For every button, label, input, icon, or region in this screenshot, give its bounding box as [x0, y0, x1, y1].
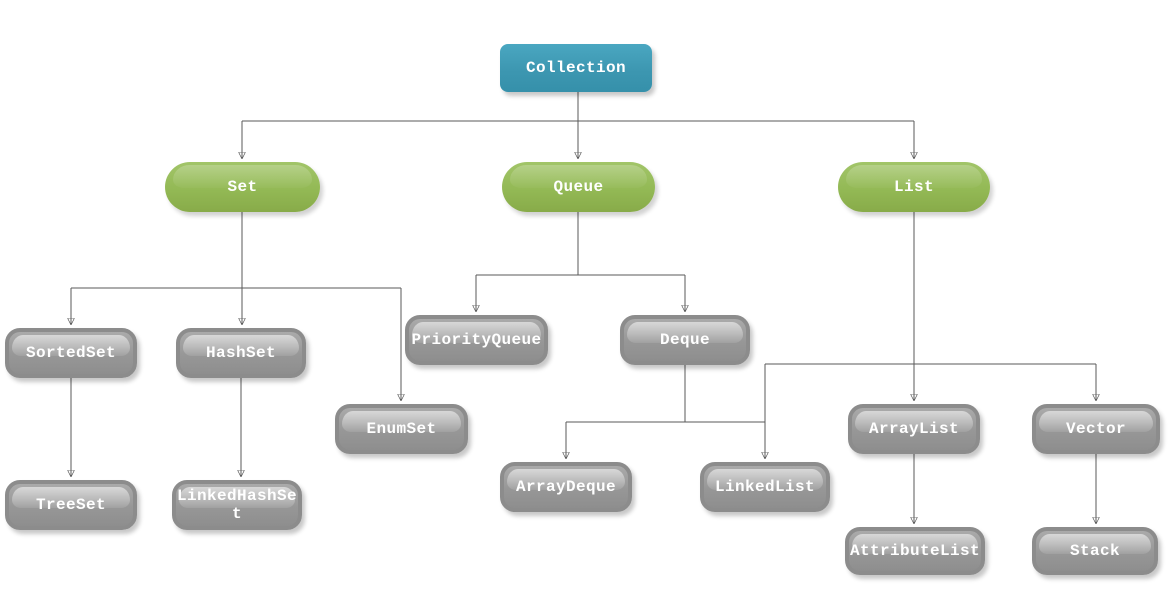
node-treeset[interactable]: TreeSet [5, 480, 137, 530]
node-priorityqueue[interactable]: PriorityQueue [405, 315, 548, 365]
edge-list-trunk [765, 212, 1096, 365]
node-label: ArrayList [868, 419, 959, 438]
node-label: Queue [553, 177, 604, 196]
node-list[interactable]: List [838, 162, 990, 212]
node-label: HashSet [205, 343, 276, 362]
node-label: LinkedHashSet [176, 486, 298, 523]
node-collection[interactable]: Collection [500, 44, 652, 92]
node-hashset[interactable]: HashSet [176, 328, 306, 378]
node-sortedset[interactable]: SortedSet [5, 328, 137, 378]
node-attributelist[interactable]: AttributeList [845, 527, 985, 575]
edge-queue-trunk [476, 212, 685, 276]
node-label: Collection [525, 58, 626, 77]
node-set[interactable]: Set [165, 162, 320, 212]
node-deque[interactable]: Deque [620, 315, 750, 365]
node-vector[interactable]: Vector [1032, 404, 1160, 454]
node-label: Set [227, 177, 258, 196]
edge-set-trunk [71, 212, 401, 289]
node-linkedlist[interactable]: LinkedList [700, 462, 830, 512]
node-queue[interactable]: Queue [502, 162, 655, 212]
node-label: List [893, 177, 934, 196]
node-label: ArrayDeque [515, 477, 616, 496]
node-linkedhashset[interactable]: LinkedHashSet [172, 480, 302, 530]
node-label: Stack [1069, 541, 1120, 560]
node-stack[interactable]: Stack [1032, 527, 1158, 575]
node-label: PriorityQueue [411, 330, 542, 349]
node-label: LinkedList [714, 477, 815, 496]
edge-collection-trunk [242, 92, 914, 122]
node-label: SortedSet [25, 343, 116, 362]
node-arraydeque[interactable]: ArrayDeque [500, 462, 632, 512]
node-label: TreeSet [35, 495, 106, 514]
edge-deque-trunk [566, 365, 765, 423]
node-label: EnumSet [366, 419, 437, 438]
node-label: Deque [659, 330, 710, 349]
node-enumset[interactable]: EnumSet [335, 404, 468, 454]
node-label: AttributeList [849, 541, 981, 560]
node-label: Vector [1065, 419, 1126, 438]
node-arraylist[interactable]: ArrayList [848, 404, 980, 454]
